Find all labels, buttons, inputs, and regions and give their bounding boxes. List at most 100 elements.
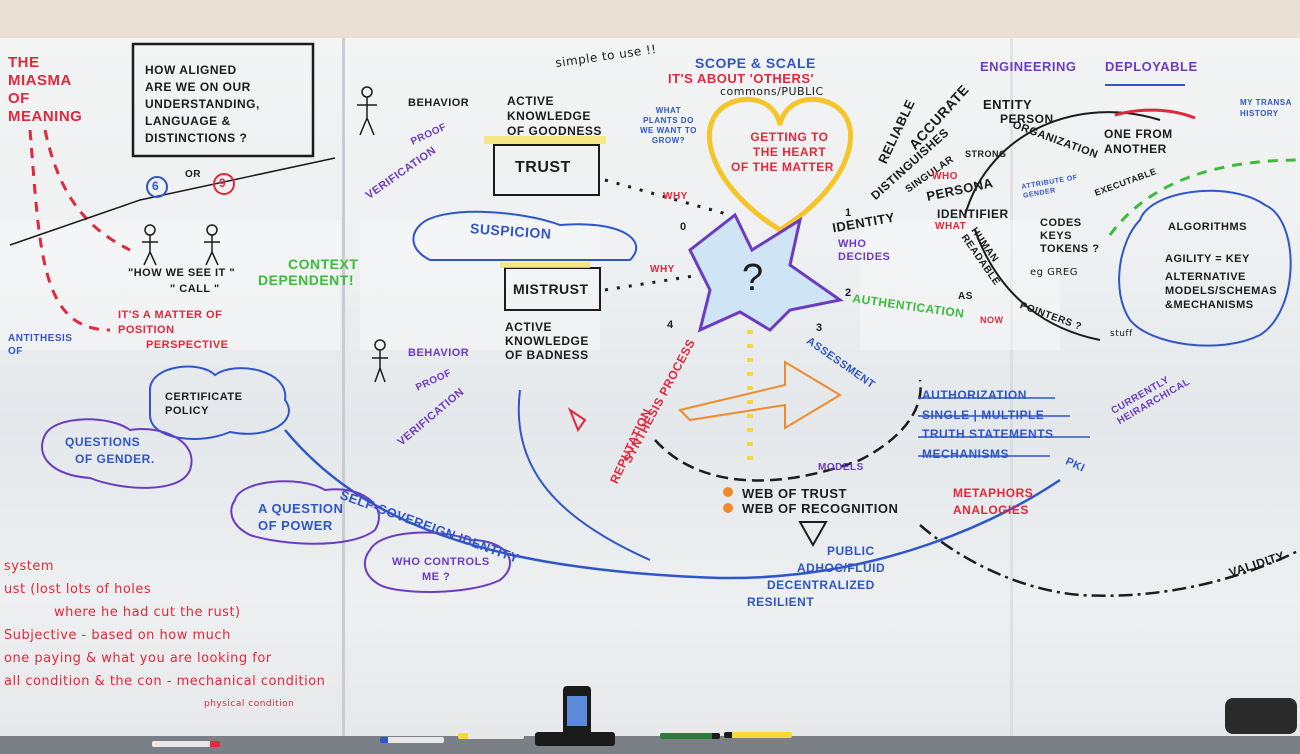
heart-text: GETTING TO THE HEART OF THE MATTER [731,130,834,174]
alternative-models: ALTERNATIVE MODELS/SCHEMAS &MECHANISMS [1165,271,1278,311]
number-2: 2 [845,287,852,299]
eg-greg: eg GREG [1030,267,1078,278]
curve [964,111,1161,216]
why-mid: WHY [650,264,675,275]
engineering: ENGINEERING [980,59,1077,74]
number-3: 3 [816,322,823,334]
its-about-others: IT'S ABOUT 'OTHERS' [668,71,815,86]
green-arc [1108,158,1300,236]
question-of-power: A QUESTION OF POWER [258,501,344,533]
window-reflection [0,220,340,350]
stick-figure-icon [357,86,377,136]
metaphors-analogies: METAPHORS ANALOGIES [953,486,1034,517]
number-six: 6 [152,179,160,193]
arrow-icon [678,360,842,430]
bullet-dot [723,487,733,497]
funnel-icon [798,521,828,548]
title-miasma: THE MIASMA OF MEANING [8,54,83,125]
dashed-arc [654,379,922,482]
alignment-question: HOW ALIGNED ARE WE ON OUR UNDERSTANDING,… [145,63,260,145]
phone-dock [535,732,615,746]
highlight [484,136,606,144]
models-label: MODELS [818,462,864,473]
phone-screen [567,696,587,726]
call-label: " CALL " [170,283,220,295]
commons-public: commons/PUBLIC [720,85,824,98]
marker-blue [380,737,444,743]
eraser-icon [1225,698,1297,734]
cloud-icon [230,480,380,545]
whiteboard [0,38,1300,738]
burst-icon [567,407,587,433]
dotted-line [604,178,731,217]
blue-arc [517,389,651,561]
phone-icon [563,686,591,738]
scope-scale: SCOPE & SCALE [695,55,816,71]
red-arc [1114,108,1196,120]
transaction-history: MY TRANSA HISTORY [1240,98,1292,118]
public-list: PUBLIC ADHOC/FLUID DECENTRALIZED RESILIE… [747,544,886,609]
number-1: 1 [845,207,852,219]
what-plants: WHAT PLANTS DO WE WANT TO GROW? [640,106,697,145]
identifier: IDENTIFIER [937,207,1009,221]
red-notes: system ust (lost lots of holes where he … [4,559,326,709]
circle-nine [213,173,235,195]
why-top: WHY [663,191,688,202]
marker-black [724,732,792,738]
cloud-icon [363,531,511,593]
marker-tray [0,736,1300,754]
strong: STRONG [965,149,1007,159]
trust-label: TRUST [515,159,571,176]
cloud-icon [412,210,637,261]
number-nine: 9 [219,176,227,190]
antithesis-label: ANTITHESIS OF [8,333,73,357]
self-sovereign-arc [284,429,1061,580]
board-seam [1010,38,1013,738]
one-from-another: ONE FROM ANOTHER [1104,127,1173,156]
matter-of-position: IT'S A MATTER OF POSITION PERSPECTIVE [118,309,229,351]
agility-key: AGILITY = KEY [1165,253,1250,265]
questions-of-gender: QUESTIONS OF GENDER. [65,435,155,466]
active-badness: ACTIVE KNOWLEDGE OF BADNESS [505,320,589,362]
window-reflection [360,220,600,350]
number-0: 0 [680,221,687,233]
context-dependent: CONTEXT DEPENDENT! [258,256,359,288]
codes-keys-tokens: CODES KEYS TOKENS ? [1040,217,1100,255]
deployable: DEPLOYABLE [1105,59,1198,74]
bullet-dot [723,503,733,513]
trust-box [493,144,600,196]
who-controls-me: WHO CONTROLS ME ? [392,556,490,583]
highlight [500,262,590,268]
question-mark: ? [742,257,763,299]
who-label: WHO [932,171,958,182]
active-goodness: ACTIVE KNOWLEDGE OF GOODNESS [507,94,602,138]
web-of-trust: WEB OF TRUST [742,486,847,501]
star-burst-icon [688,212,844,333]
stick-figure-icon [204,224,220,266]
window-reflection [860,220,1060,350]
circle-six [146,176,168,198]
stick-figure-icon [372,339,388,383]
mistrust-label: MISTRUST [513,281,589,297]
what-label: WHAT [935,221,967,232]
how-we-see-it: "HOW WE SEE IT " [128,267,236,279]
entity: ENTITY [983,97,1033,112]
marker-green [660,733,720,739]
now-label: NOW [980,315,1004,325]
cloud-icon [149,365,290,440]
red-dashed-path [43,129,131,252]
as-label: AS [958,291,973,302]
certificate-policy: CERTIFICATE POLICY [165,391,243,417]
person: PERSON [1000,112,1054,126]
curve [974,229,1101,341]
web-of-recognition: WEB OF RECOGNITION [742,501,899,516]
number-4: 4 [667,319,674,331]
behavior-top: BEHAVIOR [408,97,470,109]
perspective-arrow [9,157,336,246]
stick-figure-icon [142,224,158,266]
heart-icon [706,96,854,233]
board-seam [342,38,345,738]
cloud-icon [1118,189,1292,347]
or-label: OR [185,169,201,180]
